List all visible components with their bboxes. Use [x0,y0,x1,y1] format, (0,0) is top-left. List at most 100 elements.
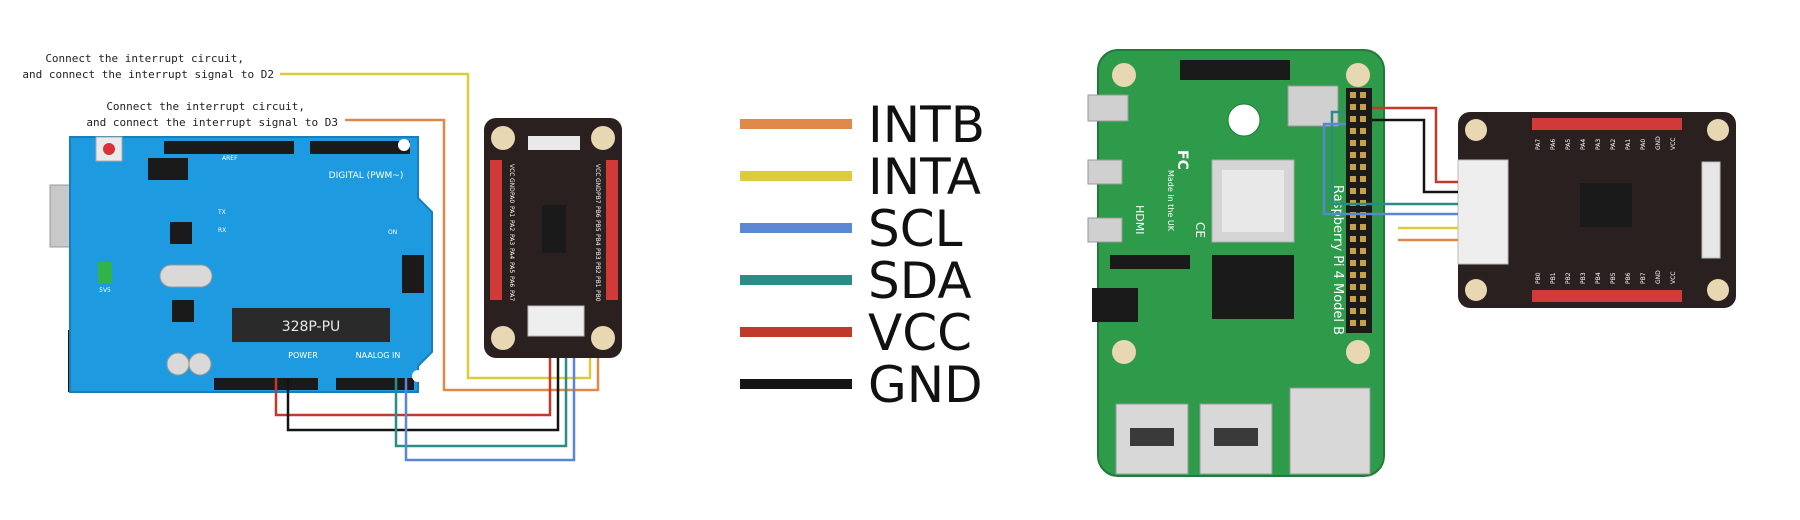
module-left-pin-label: PA6 [508,276,515,287]
gpio-pin [1360,92,1366,98]
gpio-pin [1360,128,1366,134]
module-bottom-pin-label: PB1 [1550,272,1557,284]
legend-item-inta: INTA [740,148,981,206]
wire-gnd [286,358,560,432]
sv-label: 5V5 [99,287,111,294]
gpio-pin [1350,248,1356,254]
module-right-pin-label: PB5 [594,220,601,232]
gpio-pin [1350,188,1356,194]
gpio-pin [1350,140,1356,146]
mount-hole [1112,63,1136,87]
module-right-pin-label: PB2 [594,262,601,274]
audio-jack [1092,288,1138,322]
module-bottom-pin-label: PB3 [1580,272,1587,284]
module-right-pin-label: PB1 [594,276,601,288]
legend-item-sda: SDA [740,252,972,310]
module-right-pin-label: PB0 [594,290,601,302]
pi-model-label: Raspberry Pi 4 Model B [1330,185,1345,335]
note-d3-line2: and connect the interrupt signal to D3 [86,116,338,129]
module-left-pin-label: PA7 [508,290,515,301]
gravity-connector [527,305,585,337]
icsp-header-top [148,158,188,180]
gpio-pin [1350,272,1356,278]
wifi-module [1287,85,1339,127]
wire-scl [404,358,576,462]
note-d3-line1: Connect the interrupt circuit, [106,100,305,113]
module-left-pin-label: PA1 [508,206,515,217]
module-right-pin-label: GND [594,178,601,192]
gpio-pin [1350,116,1356,122]
pi-wires [1322,106,1458,242]
expander-chip [542,205,566,253]
usb-c-port [1087,94,1129,122]
arduino-board: DIGITAL (PWM~) 328P-PU 5V5 TX RX ON POWE… [49,136,433,393]
fc-mark: FC [1174,150,1190,170]
gpio-pin [1360,116,1366,122]
gpio-pin [1350,128,1356,134]
module-left-pin-label: PA0 [508,192,515,203]
module-right-pin-label: VCC [594,164,601,176]
legend-label: GND [868,356,983,414]
aref-label: AREF [222,155,238,162]
gpio-pin [1350,308,1356,314]
soc-chip-lid [1222,170,1284,232]
bottom-pin-strip [1532,290,1682,302]
tx-label: TX [217,209,226,216]
ce-mark: CE [1193,222,1207,238]
made-in-label: Made in the UK [1166,170,1175,232]
legend-item-vcc: VCC [740,304,972,362]
module-right-pin-label: PB3 [594,248,601,260]
mount-hole [1346,63,1370,87]
gpio-pin [1350,284,1356,290]
gpio-pin [1350,104,1356,110]
digital-label: DIGITAL (PWM~) [329,171,404,181]
gpio-pin [1350,320,1356,326]
legend-label: SCL [868,200,963,258]
module-right-pin-label: PB4 [594,234,601,246]
module-left-pin-label: PA3 [508,234,515,245]
gpio-pin [1360,104,1366,110]
gpio-pin [1360,248,1366,254]
usb-chip [170,222,192,244]
legend-item-scl: SCL [740,200,963,258]
arduino-wires [274,72,600,462]
rx-label: RX [218,227,226,234]
legend-label: INTB [868,96,985,154]
wire-gnd-pi [1372,118,1458,194]
note-d2-line1: Connect the interrupt circuit, [45,52,244,65]
mount-hole [491,326,515,350]
regulator [172,300,194,322]
gpio-pin [1350,260,1356,266]
mount-hole [1707,279,1729,301]
power-header [214,378,318,390]
on-label: ON [388,229,397,236]
crystal [159,264,213,288]
module-top-pin-label: VCC [1670,138,1677,150]
gpio-pin [1350,296,1356,302]
usb-a-slot [1214,428,1258,446]
wire-intb [345,118,600,392]
gpio-pin [1360,188,1366,194]
module-right-pin-label: PB7 [594,192,601,204]
gpio-pin [1360,164,1366,170]
gpio-pin [1360,284,1366,290]
digital-header-1 [164,141,294,154]
mount-hole [1465,279,1487,301]
raspberry-logo-icon [1227,103,1261,137]
wire-vcc-pi [1372,106,1458,184]
module-bottom-pin-label: PB4 [1595,272,1602,284]
gpio-pin [1350,224,1356,230]
gpio-pin [1360,320,1366,326]
mount-hole [491,126,515,150]
micro-hdmi-port [1087,159,1123,185]
legend-label: VCC [868,304,972,362]
gpio-pin [1360,308,1366,314]
raspberry-pi-board: HDMI Made in the UK FC CE Raspberry Pi 4… [1087,49,1385,477]
chip-label: 328P-PU [282,319,341,335]
capacitor-1 [166,352,190,376]
gpio-pin [1360,296,1366,302]
module-top-pin-label: PA5 [1565,139,1572,150]
analog-label: NAALOG IN [356,351,401,360]
